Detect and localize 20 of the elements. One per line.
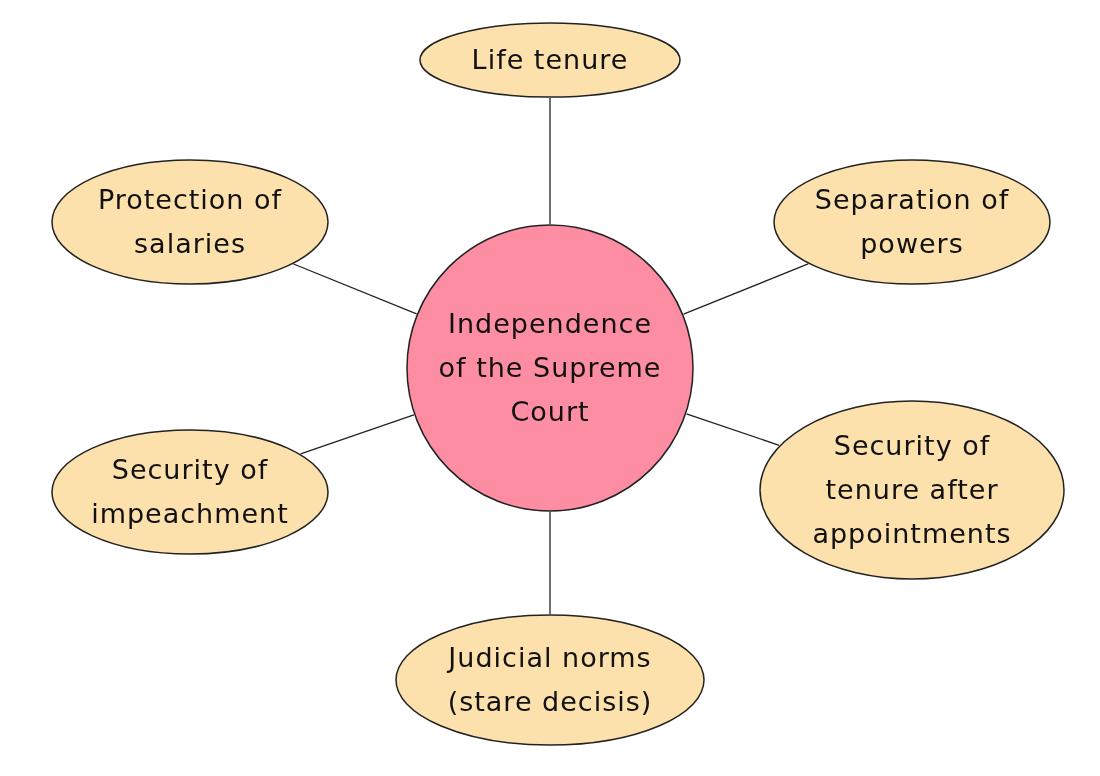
node-text: Life tenure — [470, 43, 630, 77]
node-text: Judicial norms (stare decisis) — [446, 641, 654, 719]
ellipse-node — [773, 159, 1051, 285]
connector-line — [292, 263, 418, 315]
central-circle — [406, 224, 694, 512]
ellipse-node — [395, 614, 705, 746]
node-text: Independence of the Supreme Court — [437, 307, 663, 429]
ellipse-node — [51, 159, 329, 285]
connector-line — [300, 414, 415, 455]
connector-line — [682, 263, 809, 315]
connector-line — [549, 97, 551, 225]
node-text: Security of impeachment — [90, 453, 290, 531]
node-text: Separation of powers — [813, 183, 1011, 261]
ellipse-node — [51, 429, 329, 555]
ellipse-node — [419, 22, 681, 98]
node-text: Security of tenure after appointments — [811, 429, 1013, 551]
node-text: Protection of salaries — [96, 183, 284, 261]
ellipse-node — [759, 400, 1065, 580]
connector-line — [549, 511, 551, 615]
connector-line — [685, 413, 780, 446]
